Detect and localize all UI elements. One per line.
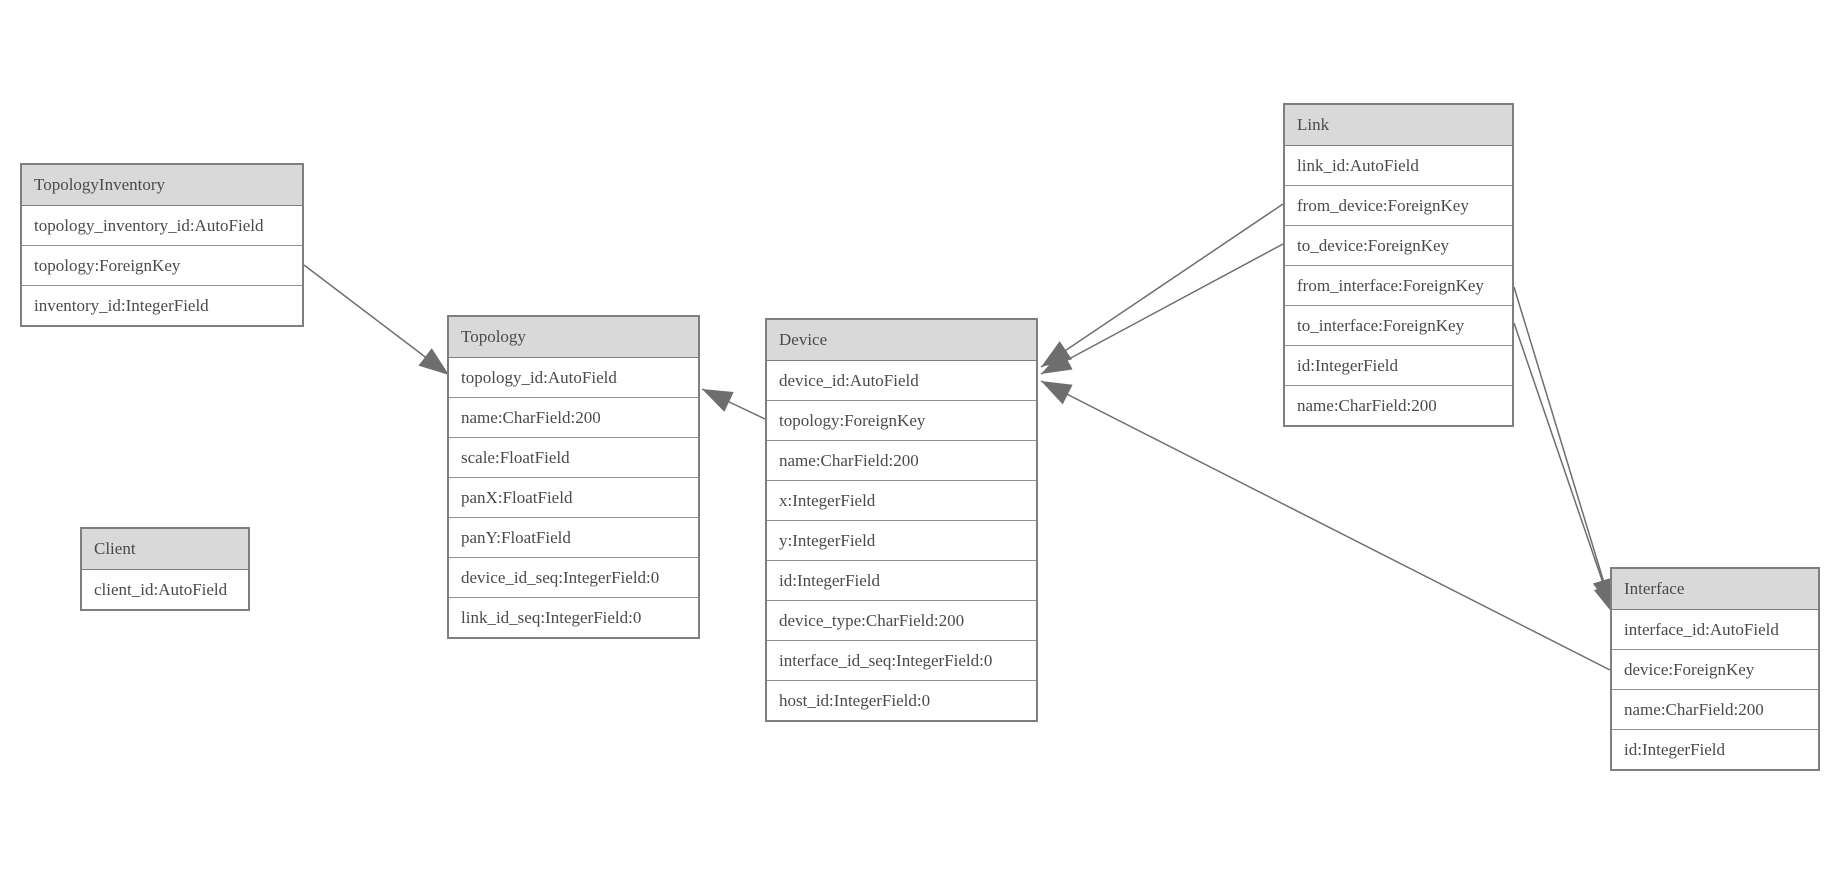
connector-interface-device <box>1040 380 1611 671</box>
entity-field-row: from_device:ForeignKey <box>1285 186 1512 226</box>
entity-field-row: name:CharField:200 <box>1285 386 1512 425</box>
entity-field-row: name:CharField:200 <box>1612 690 1818 730</box>
entity-field-row: device_type:CharField:200 <box>767 601 1036 641</box>
entity-field-row: y:IntegerField <box>767 521 1036 561</box>
entity-field-row: scale:FloatField <box>449 438 698 478</box>
entity-field-row: id:IntegerField <box>767 561 1036 601</box>
entity-field-row: interface_id:AutoField <box>1612 610 1818 650</box>
entity-title-link: Link <box>1285 105 1512 146</box>
entity-title-interface: Interface <box>1612 569 1818 610</box>
connector-link-from-interface <box>1513 286 1614 610</box>
entity-field-row: interface_id_seq:IntegerField:0 <box>767 641 1036 681</box>
entity-title-client: Client <box>82 529 248 570</box>
entity-field-row: name:CharField:200 <box>449 398 698 438</box>
entity-field-row: device:ForeignKey <box>1612 650 1818 690</box>
entity-field-row: inventory_id:IntegerField <box>22 286 302 325</box>
entity-field-row: device_id:AutoField <box>767 361 1036 401</box>
entity-field-row: to_device:ForeignKey <box>1285 226 1512 266</box>
entity-field-row: topology_id:AutoField <box>449 358 698 398</box>
entity-field-row: panX:FloatField <box>449 478 698 518</box>
entity-field-row: link_id:AutoField <box>1285 146 1512 186</box>
entity-title-topology: Topology <box>449 317 698 358</box>
connector-link-from-device <box>1040 203 1284 368</box>
entity-field-row: topology_inventory_id:AutoField <box>22 206 302 246</box>
entity-field-row: link_id_seq:IntegerField:0 <box>449 598 698 637</box>
connector-link-to-device <box>1040 243 1284 375</box>
connector-topologyinventory-topology <box>303 264 450 376</box>
connector-link-to-interface <box>1513 322 1615 616</box>
entity-title-device: Device <box>767 320 1036 361</box>
entity-field-row: device_id_seq:IntegerField:0 <box>449 558 698 598</box>
entity-field-row: id:IntegerField <box>1612 730 1818 769</box>
entity-field-row: from_interface:ForeignKey <box>1285 266 1512 306</box>
entity-field-row: id:IntegerField <box>1285 346 1512 386</box>
entity-field-row: x:IntegerField <box>767 481 1036 521</box>
entity-field-row: name:CharField:200 <box>767 441 1036 481</box>
entity-field-row: to_interface:ForeignKey <box>1285 306 1512 346</box>
entity-field-row: client_id:AutoField <box>82 570 248 609</box>
entity-title-topology-inventory: TopologyInventory <box>22 165 302 206</box>
entity-field-row: topology:ForeignKey <box>22 246 302 286</box>
entity-field-row: panY:FloatField <box>449 518 698 558</box>
connector-device-topology <box>701 388 766 420</box>
entity-field-row: topology:ForeignKey <box>767 401 1036 441</box>
entity-field-row: host_id:IntegerField:0 <box>767 681 1036 720</box>
